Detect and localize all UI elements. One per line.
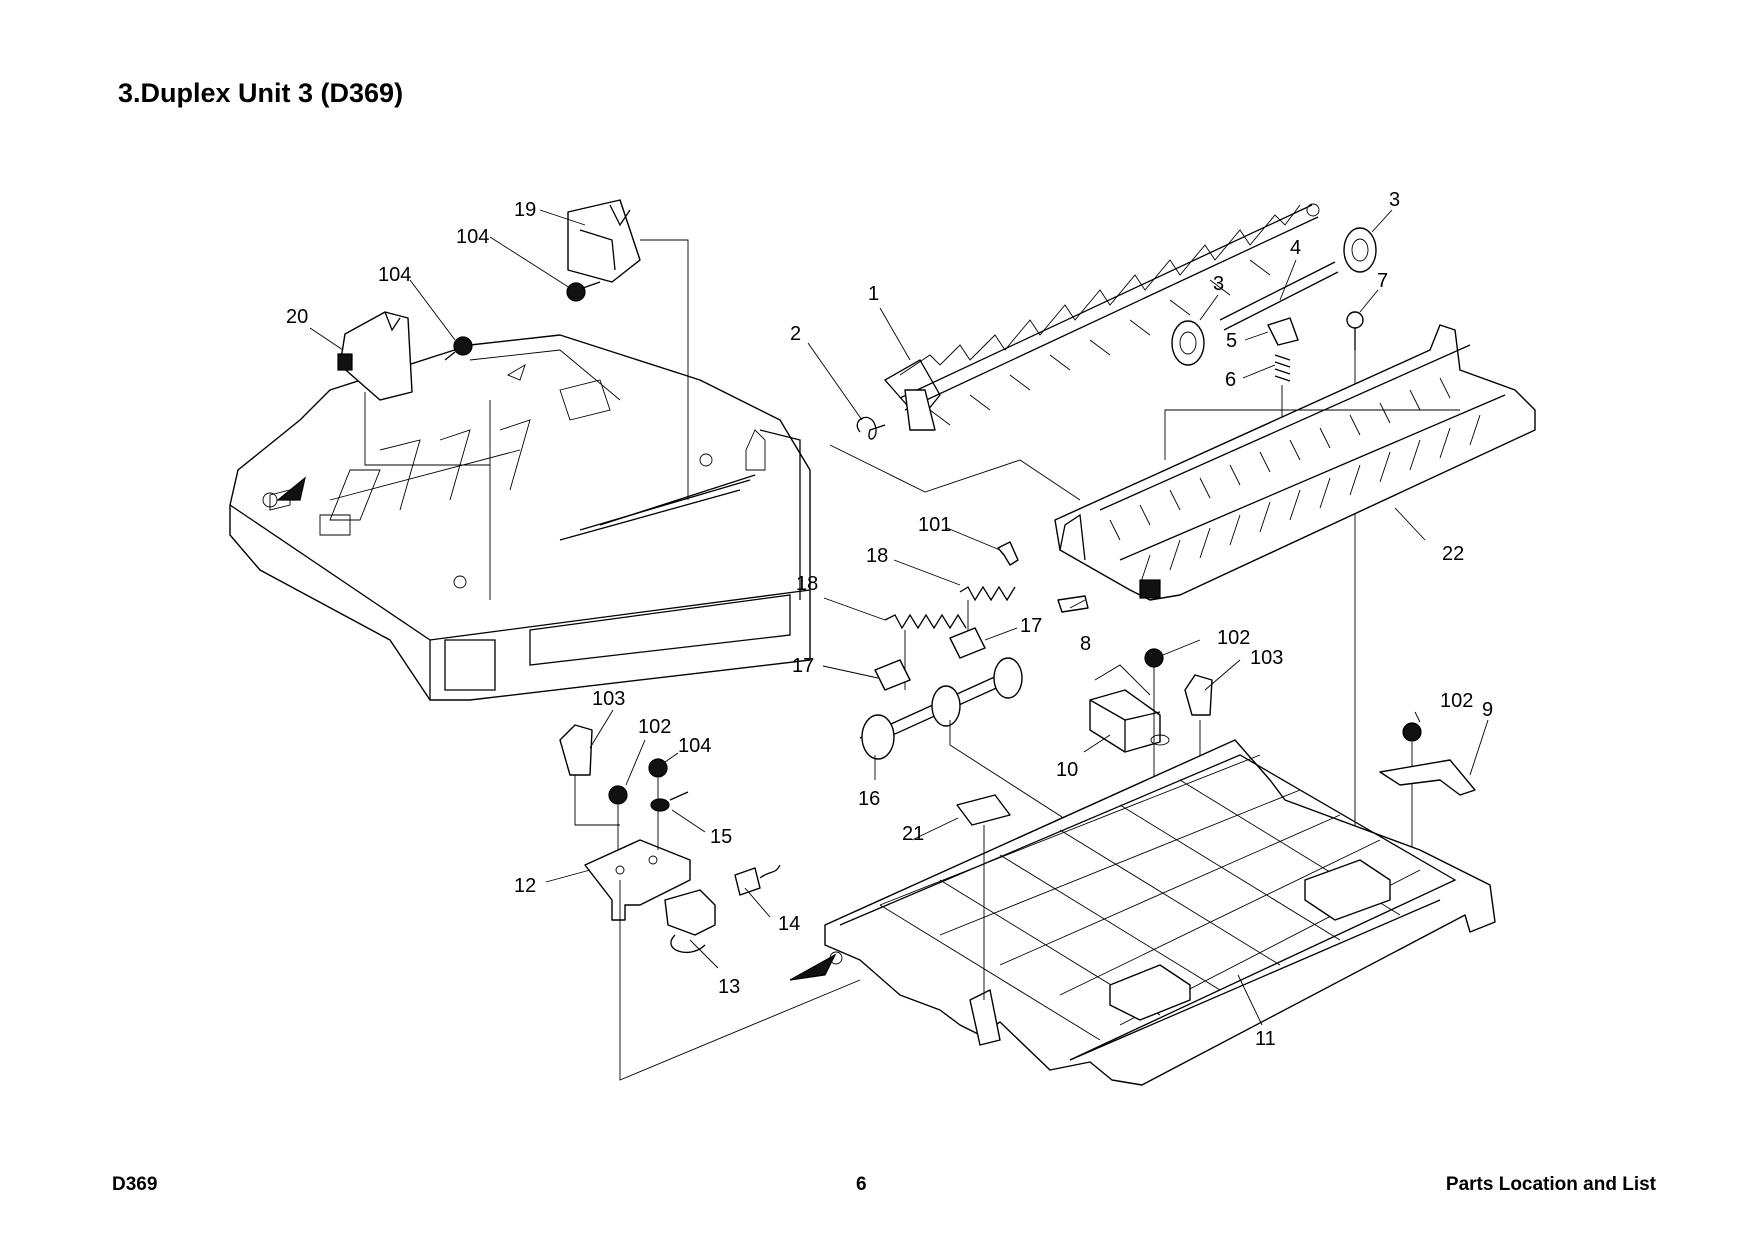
- callout-22: 22: [1442, 543, 1464, 565]
- screw-104-left-lower: [444, 336, 526, 381]
- part-9-bracket: [1379, 759, 1476, 796]
- callout-104c: 104: [678, 735, 711, 757]
- callout-9: 9: [1482, 699, 1493, 721]
- part-16-roller-shaft: [859, 657, 1161, 881]
- part-14-connector: [734, 864, 781, 896]
- callout-15: 15: [710, 826, 732, 848]
- callout-101: 101: [918, 514, 951, 536]
- part-4-shaft: [1219, 261, 1339, 331]
- callout-104a: 104: [456, 226, 489, 248]
- callout-16: 16: [858, 788, 880, 810]
- clamp-103-left: [559, 724, 620, 826]
- callout-13: 13: [718, 976, 740, 998]
- callout-5: 5: [1226, 330, 1237, 352]
- callout-3b: 3: [1389, 189, 1400, 211]
- callout-leaders: [309, 209, 1489, 1026]
- part-15-washer: [650, 791, 689, 812]
- callout-102b: 102: [1440, 690, 1473, 712]
- part-20-bracket: [337, 311, 491, 600]
- callout-10: 10: [1056, 759, 1078, 781]
- footer-page-number: 6: [856, 1174, 867, 1195]
- callout-21: 21: [902, 823, 924, 845]
- part-5-holder: [1267, 317, 1299, 346]
- part-3-rollers: [1171, 227, 1377, 366]
- screw-104-bottom: [648, 758, 668, 850]
- part-17-bushings: [874, 627, 986, 691]
- callout-102c: 102: [638, 716, 671, 738]
- part-7-screw: [1346, 311, 1364, 880]
- screw-102-left: [608, 785, 628, 850]
- clamp-103-center: [1184, 674, 1213, 770]
- callout-14: 14: [778, 913, 800, 935]
- part-2-spring: [829, 416, 1081, 501]
- footer-model: D369: [112, 1174, 158, 1195]
- part-22-guide-plate: [1054, 324, 1536, 601]
- callout-4: 4: [1290, 237, 1301, 259]
- callout-104b: 104: [378, 264, 411, 286]
- callout-19: 19: [514, 199, 536, 221]
- callout-20: 20: [286, 306, 308, 328]
- callout-6: 6: [1225, 369, 1236, 391]
- callout-18a: 18: [866, 545, 888, 567]
- callout-3a: 3: [1213, 273, 1224, 295]
- part-8-label: [1057, 595, 1089, 613]
- callout-1: 1: [868, 283, 879, 305]
- callout-7: 7: [1377, 270, 1388, 292]
- part-11-frame: [789, 739, 1496, 1086]
- callout-2: 2: [790, 323, 801, 345]
- callout-labels: 19 104 104 20 1 2 3 3 4 5 6 7 101 18 18 …: [286, 189, 1493, 1050]
- callout-102a: 102: [1217, 627, 1250, 649]
- footer-section: Parts Location and List: [1445, 1174, 1656, 1195]
- callout-12: 12: [514, 875, 536, 897]
- callout-17a: 17: [1020, 615, 1042, 637]
- callout-11: 11: [1255, 1028, 1276, 1050]
- callout-8: 8: [1080, 633, 1091, 655]
- callout-103a: 103: [1250, 647, 1283, 669]
- duplex-cover-assembly: [229, 334, 811, 701]
- callout-18b: 18: [796, 573, 818, 595]
- page-title: 3.Duplex Unit 3 (D369): [118, 78, 404, 108]
- part-19-bracket: [567, 199, 689, 500]
- part-21-label: [956, 794, 1011, 1000]
- part-10-motor: [1089, 664, 1170, 753]
- screw-104-left-upper: [566, 281, 601, 302]
- part-1-gear-shaft: [883, 203, 1320, 431]
- callout-17b: 17: [792, 655, 814, 677]
- callout-103b: 103: [592, 688, 625, 710]
- part-101-clip: [997, 541, 1019, 566]
- part-13-sensor: [664, 889, 716, 954]
- part-12-bracket: [584, 839, 861, 1081]
